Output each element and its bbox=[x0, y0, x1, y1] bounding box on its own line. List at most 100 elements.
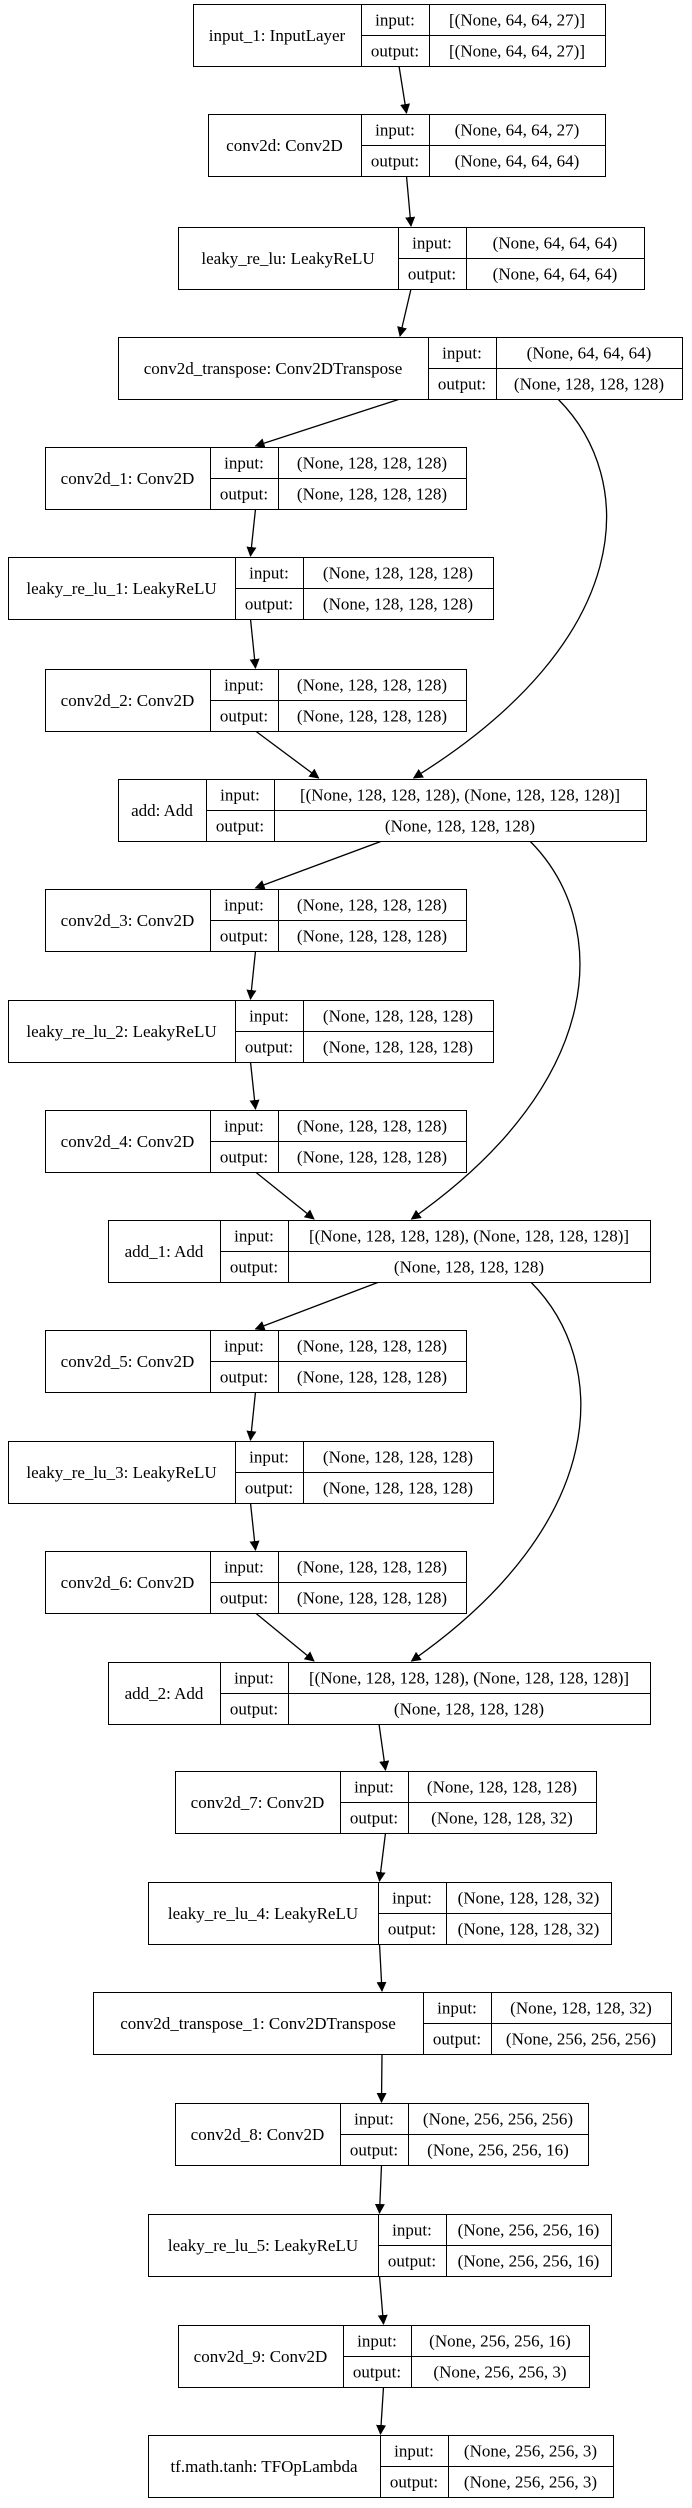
edge-add-to-add-1 bbox=[410, 840, 581, 1220]
input-shape: (None, 128, 128, 32) bbox=[458, 1889, 600, 1908]
edge-conv2d-7-to-leaky-re-lu-4 bbox=[375, 1832, 387, 1882]
input-shape: (None, 256, 256, 256) bbox=[423, 2110, 573, 2129]
input-label: input: bbox=[354, 1778, 394, 1797]
layer-name: input_1: InputLayer bbox=[209, 26, 346, 45]
output-shape: (None, 128, 128, 128) bbox=[394, 1700, 544, 1719]
input-label: input: bbox=[224, 454, 264, 473]
input-label: input: bbox=[394, 2442, 434, 2461]
input-shape: (None, 128, 128, 128) bbox=[297, 454, 447, 473]
input-label: input: bbox=[224, 896, 264, 915]
edge-add-1-to-add-2 bbox=[410, 1281, 582, 1662]
layer-name: conv2d_9: Conv2D bbox=[194, 2347, 328, 2366]
edge-conv2d-6-to-add-2 bbox=[255, 1612, 315, 1662]
layer-name: conv2d_transpose: Conv2DTranspose bbox=[144, 359, 403, 378]
edge-conv2d-2-to-add bbox=[255, 730, 320, 779]
node-conv2d-transpose: conv2d_transpose: Conv2DTransposeinput:o… bbox=[118, 337, 683, 400]
layer-name: add_2: Add bbox=[125, 1684, 204, 1703]
node-layer: input_1: InputLayer input: output: [(None, … bbox=[8, 4, 683, 2498]
input-label: input: bbox=[249, 564, 289, 583]
layer-name: conv2d_transpose_1: Conv2DTranspose bbox=[120, 2014, 396, 2033]
layer-name: leaky_re_lu: LeakyReLU bbox=[201, 249, 374, 268]
output-shape: (None, 256, 256, 3) bbox=[464, 2473, 597, 2492]
input-shape: (None, 128, 128, 128) bbox=[323, 1007, 473, 1026]
input-shape: [(None, 128, 128, 128), (None, 128, 128,… bbox=[309, 1227, 629, 1246]
input-label: input: bbox=[249, 1448, 289, 1467]
node-leaky-re-lu-3: leaky_re_lu_3: LeakyReLUinput:output:(No… bbox=[8, 1441, 494, 1504]
output-shape: (None, 256, 256, 3) bbox=[433, 2363, 566, 2382]
input-shape: [(None, 64, 64, 27)] bbox=[449, 11, 585, 30]
output-shape: (None, 128, 128, 128) bbox=[297, 927, 447, 946]
node-conv2d-5: conv2d_5: Conv2D input: output: (None, 128,… bbox=[45, 1330, 467, 1393]
layer-name: conv2d_4: Conv2D bbox=[61, 1132, 195, 1151]
layer-name: conv2d_5: Conv2D bbox=[61, 1352, 195, 1371]
output-shape: (None, 128, 128, 128) bbox=[297, 1368, 447, 1387]
output-label: output: bbox=[230, 1700, 278, 1719]
input-shape: (None, 128, 128, 32) bbox=[510, 1999, 652, 2018]
input-shape: (None, 128, 128, 128) bbox=[297, 896, 447, 915]
output-label: output: bbox=[220, 927, 268, 946]
output-label: output: bbox=[220, 1148, 268, 1167]
node-conv2d-transpose-1: conv2d_transpose_1: Conv2DTransposeinput… bbox=[93, 1992, 672, 2055]
input-label: input: bbox=[234, 1227, 274, 1246]
edge-conv2d-4-to-add-1 bbox=[255, 1171, 315, 1220]
output-shape: (None, 128, 128, 128) bbox=[394, 1258, 544, 1277]
output-label: output: bbox=[220, 1368, 268, 1387]
layer-name: leaky_re_lu_5: LeakyReLU bbox=[168, 2236, 358, 2255]
output-label: output: bbox=[388, 1920, 436, 1939]
output-shape: (None, 256, 256, 256) bbox=[506, 2030, 656, 2049]
edge-add-to-conv2d-3 bbox=[254, 840, 383, 890]
input-shape: (None, 64, 64, 64) bbox=[527, 344, 652, 363]
node-leaky-re-lu: leaky_re_lu: LeakyReLUinput:output:(None… bbox=[178, 227, 645, 290]
output-label: output: bbox=[220, 707, 268, 726]
output-label: output: bbox=[388, 2252, 436, 2271]
edge-leaky-re-lu-2-to-conv2d-4 bbox=[249, 1061, 260, 1110]
output-label: output: bbox=[216, 817, 264, 836]
node-leaky-re-lu-1: leaky_re_lu_1: LeakyReLU input: output: (No… bbox=[8, 557, 494, 620]
input-label: input: bbox=[224, 1337, 264, 1356]
layer-name: conv2d_6: Conv2D bbox=[61, 1573, 195, 1592]
output-shape: (None, 128, 128, 128) bbox=[323, 595, 473, 614]
input-label: input: bbox=[442, 344, 482, 363]
input-shape: [(None, 128, 128, 128), (None, 128, 128,… bbox=[309, 1669, 629, 1688]
output-shape: (None, 128, 128, 32) bbox=[458, 1920, 600, 1939]
output-label: output: bbox=[230, 1258, 278, 1277]
output-shape: (None, 128, 128, 128) bbox=[514, 375, 664, 394]
layer-name: conv2d: Conv2D bbox=[226, 136, 343, 155]
edge-add-2-to-conv2d-7 bbox=[378, 1723, 390, 1771]
edge-input-1-to-conv2d bbox=[398, 65, 411, 114]
output-shape: (None, 128, 128, 128) bbox=[385, 817, 535, 836]
edge-conv2d-transpose-to-add bbox=[412, 398, 608, 779]
output-shape: (None, 64, 64, 64) bbox=[493, 265, 618, 284]
edge-conv2d-8-to-leaky-re-lu-5 bbox=[374, 2164, 385, 2214]
output-label: output: bbox=[390, 2473, 438, 2492]
layer-name: tf.math.tanh: TFOpLambda bbox=[170, 2457, 358, 2476]
input-label: input: bbox=[224, 676, 264, 695]
input-label: input: bbox=[249, 1007, 289, 1026]
edge-conv2d-transpose-1-to-conv2d-8 bbox=[376, 2053, 387, 2103]
output-label: output: bbox=[433, 2030, 481, 2049]
output-shape: (None, 256, 256, 16) bbox=[458, 2252, 600, 2271]
edge-leaky-re-lu-4-to-conv2d-transpose-1 bbox=[376, 1943, 387, 1992]
input-label: input: bbox=[412, 234, 452, 253]
output-label: output: bbox=[220, 485, 268, 504]
output-label: output: bbox=[220, 1589, 268, 1608]
output-label: output: bbox=[350, 2141, 398, 2160]
input-shape: (None, 128, 128, 128) bbox=[297, 1117, 447, 1136]
input-label: input: bbox=[220, 786, 260, 805]
layer-name: leaky_re_lu_3: LeakyReLU bbox=[26, 1463, 216, 1482]
node-leaky-re-lu-5: leaky_re_lu_5: LeakyReLUinput:output:(No… bbox=[148, 2214, 612, 2277]
output-shape: (None, 128, 128, 128) bbox=[323, 1479, 473, 1498]
input-shape: (None, 256, 256, 16) bbox=[429, 2332, 571, 2351]
layer-name: leaky_re_lu_1: LeakyReLU bbox=[26, 579, 216, 598]
output-label: output: bbox=[245, 595, 293, 614]
output-label: output: bbox=[350, 1809, 398, 1828]
edge-add-1-to-conv2d-5 bbox=[254, 1281, 380, 1331]
edge-conv2d-9-to-tf-math-tanh bbox=[376, 2386, 387, 2435]
